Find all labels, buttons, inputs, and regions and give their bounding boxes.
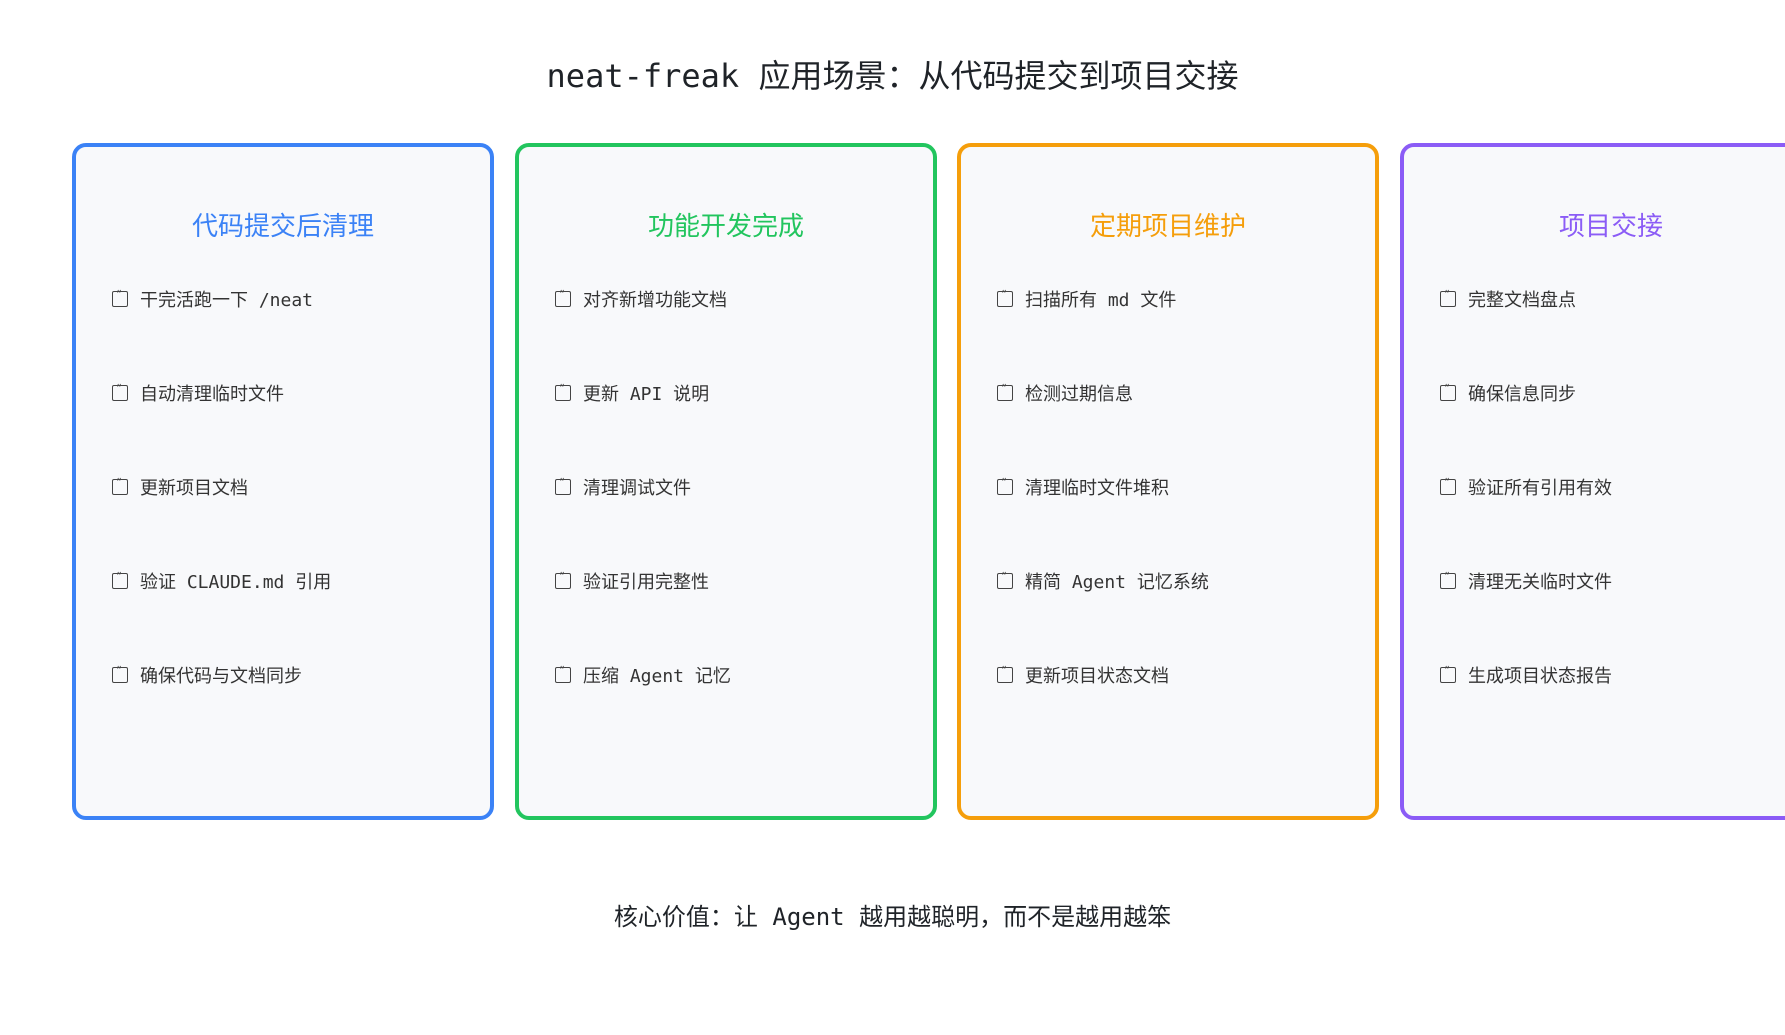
list-item-label: 确保代码与文档同步 (140, 666, 302, 687)
quote-box-icon (997, 382, 1013, 401)
list-item-label: 更新 API 说明 (583, 384, 710, 405)
quote-box-icon (112, 570, 128, 589)
quote-box-icon (112, 382, 128, 401)
quote-box-icon (1440, 664, 1456, 683)
list-item: 清理临时文件堆积 (997, 472, 1169, 502)
quote-box-icon (555, 476, 571, 495)
list-item-label: 生成项目状态报告 (1468, 666, 1612, 687)
list-item-label: 验证所有引用有效 (1468, 478, 1612, 499)
list-item: 确保代码与文档同步 (112, 660, 302, 690)
list-item: 对齐新增功能文档 (555, 284, 727, 314)
quote-box-icon (555, 382, 571, 401)
card-project-handover: 项目交接 完整文档盘点 确保信息同步 验证所有引用有效 清理无关临时文件 生成项… (1400, 143, 1785, 820)
page-title: neat-freak 应用场景：从代码提交到项目交接 (546, 57, 1239, 95)
card-title: 代码提交后清理 (191, 212, 374, 242)
list-item-label: 压缩 Agent 记忆 (583, 666, 731, 687)
list-item-label: 干完活跑一下 /neat (140, 290, 314, 311)
list-item-label: 清理调试文件 (583, 478, 691, 499)
quote-box-icon (555, 288, 571, 307)
quote-box-icon (112, 664, 128, 683)
card-after-commit-cleanup: 代码提交后清理 干完活跑一下 /neat 自动清理临时文件 更新项目文档 验证 … (72, 143, 494, 820)
list-item-label: 验证 CLAUDE.md 引用 (140, 572, 332, 593)
list-item: 压缩 Agent 记忆 (555, 660, 731, 690)
quote-box-icon (1440, 476, 1456, 495)
list-item: 完整文档盘点 (1440, 284, 1576, 314)
list-item: 更新项目文档 (112, 472, 248, 502)
card-title: 项目交接 (1558, 212, 1663, 242)
list-item: 确保信息同步 (1440, 378, 1576, 408)
list-item-label: 清理临时文件堆积 (1025, 478, 1169, 499)
quote-box-icon (997, 570, 1013, 589)
list-item: 精简 Agent 记忆系统 (997, 566, 1209, 596)
card-periodic-maintenance: 定期项目维护 扫描所有 md 文件 检测过期信息 清理临时文件堆积 精简 Age… (957, 143, 1379, 820)
core-value-caption: 核心价值：让 Agent 越用越聪明，而不是越用越笨 (613, 903, 1172, 931)
quote-box-icon (555, 664, 571, 683)
list-item: 更新项目状态文档 (997, 660, 1169, 690)
quote-box-icon (997, 288, 1013, 307)
list-item-label: 自动清理临时文件 (140, 384, 284, 405)
list-item-label: 检测过期信息 (1025, 384, 1133, 405)
list-item: 生成项目状态报告 (1440, 660, 1612, 690)
quote-box-icon (997, 664, 1013, 683)
card-title: 定期项目维护 (1089, 212, 1246, 242)
list-item: 扫描所有 md 文件 (997, 284, 1176, 314)
list-item-label: 更新项目状态文档 (1025, 666, 1169, 687)
list-item-label: 扫描所有 md 文件 (1025, 290, 1177, 311)
list-item: 检测过期信息 (997, 378, 1133, 408)
quote-box-icon (1440, 570, 1456, 589)
list-item-label: 确保信息同步 (1468, 384, 1576, 405)
quote-box-icon (112, 288, 128, 307)
list-item-label: 验证引用完整性 (583, 572, 709, 593)
quote-box-icon (1440, 382, 1456, 401)
card-title: 功能开发完成 (647, 212, 804, 242)
quote-box-icon (997, 476, 1013, 495)
list-item: 清理调试文件 (555, 472, 691, 502)
list-item-label: 更新项目文档 (140, 478, 248, 499)
list-item: 自动清理临时文件 (112, 378, 284, 408)
list-item-label: 清理无关临时文件 (1468, 572, 1612, 593)
card-feature-complete: 功能开发完成 对齐新增功能文档 更新 API 说明 清理调试文件 验证引用完整性… (515, 143, 937, 820)
list-item-label: 精简 Agent 记忆系统 (1025, 572, 1209, 593)
list-item: 干完活跑一下 /neat (112, 284, 313, 314)
list-item-label: 完整文档盘点 (1468, 290, 1576, 311)
list-item: 验证引用完整性 (555, 566, 709, 596)
list-item-label: 对齐新增功能文档 (583, 290, 727, 311)
list-item: 清理无关临时文件 (1440, 566, 1612, 596)
list-item: 验证所有引用有效 (1440, 472, 1612, 502)
scenario-cards: 代码提交后清理 干完活跑一下 /neat 自动清理临时文件 更新项目文档 验证 … (72, 143, 1785, 828)
quote-box-icon (112, 476, 128, 495)
quote-box-icon (1440, 288, 1456, 307)
quote-box-icon (555, 570, 571, 589)
list-item: 验证 CLAUDE.md 引用 (112, 566, 331, 596)
list-item: 更新 API 说明 (555, 378, 709, 408)
